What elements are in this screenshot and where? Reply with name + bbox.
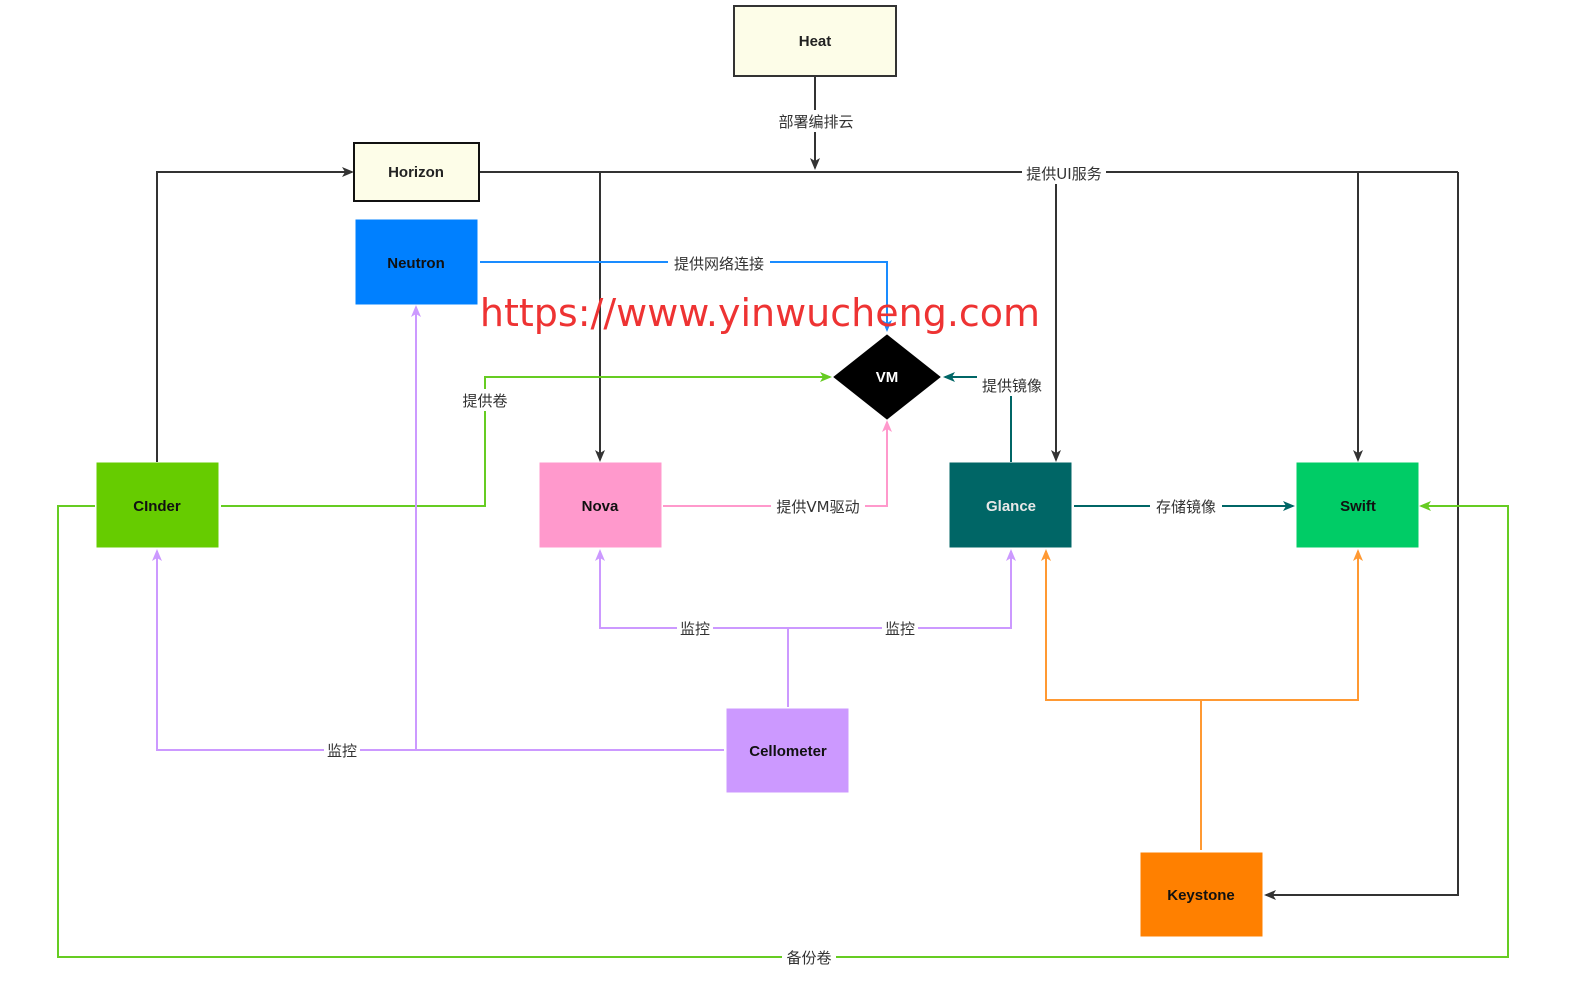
node-keystone: Keystone xyxy=(1140,852,1263,937)
node-label-cinder: CInder xyxy=(133,498,181,515)
node-label-vm: VM xyxy=(876,369,899,386)
node-swift: Swift xyxy=(1296,462,1419,548)
edge-label-glance-store: 存储镜像 xyxy=(1156,498,1216,516)
node-label-keystone: Keystone xyxy=(1167,887,1235,904)
node-cellometer: Cellometer xyxy=(726,708,849,793)
node-vm: VM xyxy=(833,334,941,420)
edge-label-monitor-nova: 监控 xyxy=(680,620,710,638)
edge-label-cinder-volume: 提供卷 xyxy=(462,392,507,410)
node-label-swift: Swift xyxy=(1340,498,1376,515)
node-label-horizon: Horizon xyxy=(388,164,444,181)
node-glance: Glance xyxy=(949,462,1072,548)
watermark-url: https://www.yinwucheng.com xyxy=(480,291,1040,335)
edge-keystone-swift xyxy=(1201,549,1363,701)
edge-label-horizon-ui: 提供UI服务 xyxy=(1026,165,1101,183)
edge-monitor-nova xyxy=(595,549,788,629)
edge-neutron-vm xyxy=(480,261,892,332)
edge-horizon-keystone xyxy=(1264,172,1459,900)
node-label-nova: Nova xyxy=(582,498,619,515)
node-label-cellometer: Cellometer xyxy=(749,743,827,760)
edge-monitor-glance xyxy=(788,549,1016,629)
node-heat: Heat xyxy=(733,5,897,77)
edge-label-neutron-network: 提供网络连接 xyxy=(674,255,764,273)
edge-label-heat-deploy: 部署编排云 xyxy=(778,113,853,131)
node-cinder: CInder xyxy=(96,462,219,548)
edge-monitor-cinder xyxy=(152,549,724,751)
node-label-glance: Glance xyxy=(986,498,1036,515)
edge-keystone-glance xyxy=(1041,549,1201,701)
node-horizon: Horizon xyxy=(353,142,480,202)
edge-label-monitor-glance: 监控 xyxy=(885,620,915,638)
edge-label-nova-vm: 提供VM驱动 xyxy=(776,498,859,516)
edge-label-cinder-backup: 备份卷 xyxy=(786,949,831,967)
node-label-heat: Heat xyxy=(799,33,832,50)
edge-label-monitor-cinder: 监控 xyxy=(327,742,357,760)
node-neutron: Neutron xyxy=(355,219,478,305)
edge-nova-vm xyxy=(663,420,892,507)
edge-label-glance-image: 提供镜像 xyxy=(982,377,1042,395)
node-nova: Nova xyxy=(539,462,662,548)
edge-cinder-horizon xyxy=(156,167,354,462)
node-label-neutron: Neutron xyxy=(387,255,445,272)
edge-cinder-vm xyxy=(221,372,832,507)
